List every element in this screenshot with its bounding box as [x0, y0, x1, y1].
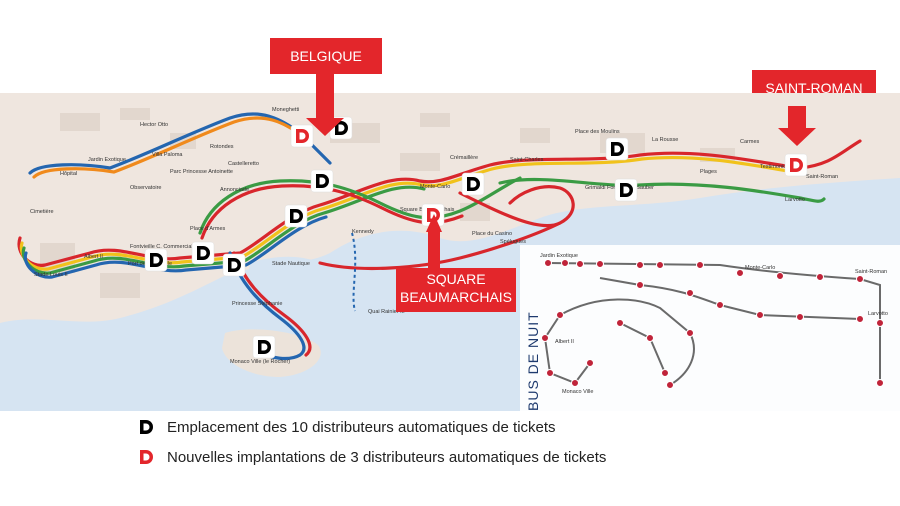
square-beaumarchais-callout: SQUARE BEAUMARCHAIS: [396, 268, 516, 312]
legend-new: Nouvelles implantations de 3 distributeu…: [135, 446, 606, 468]
belgique-callout: BELGIQUE: [270, 38, 382, 74]
label-cremaillere: Crémaillère: [450, 155, 478, 161]
label-carmes: Carmes: [740, 139, 760, 145]
label-hopital: Hôpital: [60, 171, 77, 177]
belgique-label: BELGIQUE: [290, 48, 362, 64]
label-fontvieille: Fontvieille C. Commercial: [130, 244, 193, 250]
label-kennedy: Kennedy: [352, 229, 374, 235]
label-moneghetti: Moneghetti: [272, 107, 299, 113]
port-area: [245, 256, 343, 339]
label-parc-princesse: Parc Princesse Antoinette: [170, 169, 233, 175]
square-beaumarchais-arrow: [426, 214, 442, 270]
night-stop-monaco-ville: Monaco Ville: [562, 389, 593, 395]
legend-existing: Emplacement des 10 distributeurs automat…: [135, 416, 556, 438]
night-stop-larvotto: Larvotto: [868, 311, 888, 317]
label-jardin-exotique: Jardin Exotique: [88, 157, 126, 163]
label-quai-rainier: Quai Rainier III: [368, 309, 405, 315]
label-cimetiere: Cimetière: [30, 209, 54, 215]
night-stop-monte-carlo: Monte-Carlo: [745, 265, 775, 271]
label-princesse-stephanie: Princesse Stéphanie: [232, 301, 282, 307]
label-la-rousse: La Rousse: [652, 137, 678, 143]
saint-roman-label: SAINT-ROMAN: [765, 80, 863, 96]
label-place-armes: Place d'Armes: [190, 226, 226, 232]
saint-roman-arrow: [778, 106, 816, 146]
night-bus-label: BUS DE NUIT: [525, 311, 541, 411]
d-ticket-black-icon: [140, 420, 153, 434]
label-stade-louis: Stade Louis II: [34, 272, 68, 278]
night-stop-jardin: Jardin Exotique: [540, 253, 578, 259]
label-spelugues: Spélugues: [500, 239, 526, 245]
label-castelleretto: Castelleretto: [228, 161, 259, 167]
label-testimonio: Testimonio: [760, 164, 786, 170]
label-monaco-ville: Monaco Ville (le Rocher): [230, 359, 290, 365]
label-annonciade: Annonciade: [220, 187, 249, 193]
label-monte-carlo: Monte-Carlo: [420, 184, 450, 190]
night-stops: [541, 259, 884, 389]
square-line2: BEAUMARCHAIS: [399, 289, 513, 305]
legend-existing-text: Emplacement des 10 distributeurs automat…: [167, 418, 556, 436]
label-plages: Plages: [700, 169, 717, 175]
night-bus-diagram: Jardin Exotique Saint-Roman Larvotto Mon…: [520, 245, 900, 411]
quai-rainier-line: [351, 232, 357, 312]
label-rotondes: Rotondes: [210, 144, 234, 150]
label-albert: Albert II: [84, 254, 103, 260]
label-hector-otto: Hector Otto: [140, 122, 168, 128]
square-line1: SQUARE: [426, 271, 486, 287]
night-stop-albert: Albert II: [555, 339, 574, 345]
label-saint-charles: Saint-Charles: [510, 157, 544, 163]
label-villa-paloma: Villa Paloma: [152, 152, 183, 158]
legend-new-text: Nouvelles implantations de 3 distributeu…: [167, 448, 607, 466]
belgique-arrow: [306, 74, 344, 136]
label-casino: Place du Casino: [472, 231, 512, 237]
label-larvotto: Larvotto: [785, 197, 805, 203]
label-observatoire: Observatoire: [130, 185, 162, 191]
d-ticket-red-icon: [140, 450, 153, 464]
label-saint-roman: Saint-Roman: [806, 174, 838, 180]
label-place-moulins: Place des Moulins: [575, 129, 620, 135]
label-stade-nautique: Stade Nautique: [272, 261, 310, 267]
bus-lines: [17, 112, 862, 361]
night-stop-saint-roman: Saint-Roman: [855, 269, 887, 275]
